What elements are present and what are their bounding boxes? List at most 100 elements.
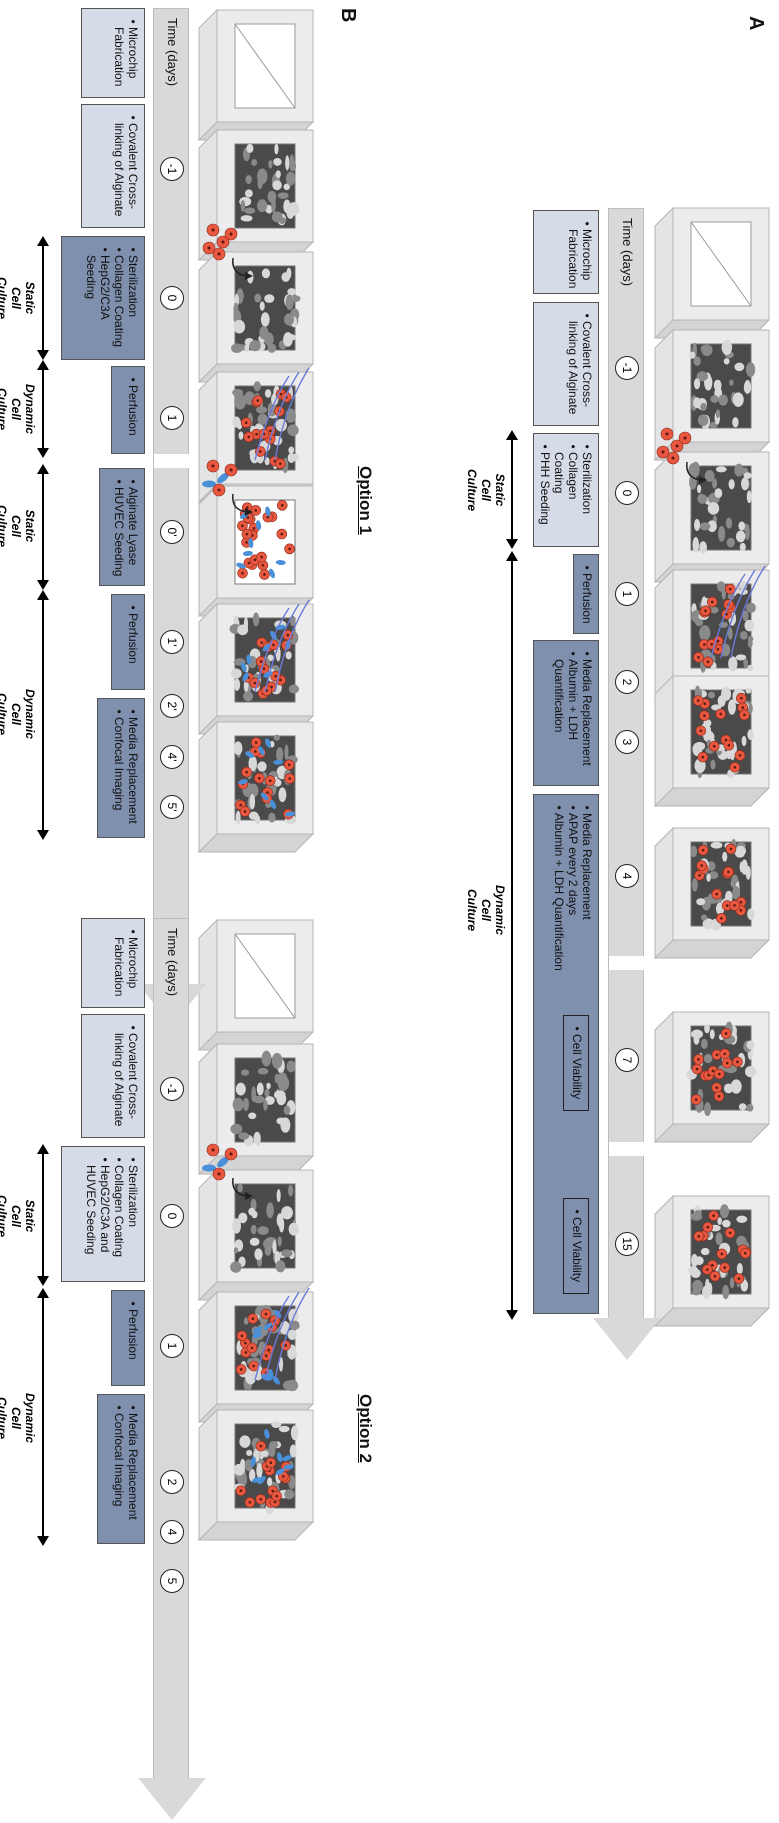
box-text: Media Replacement (580, 659, 594, 779)
day-marker: 4 (160, 1520, 184, 1544)
dynamic-culture-label: Dynamic Cell Culture (0, 383, 37, 435)
dynamic-culture-arrow (42, 592, 44, 838)
perfusion-box: Perfusion (573, 554, 599, 634)
microchip-illustration (197, 1042, 315, 1176)
dynamic-culture-arrow (511, 553, 513, 1318)
box-text: Covalent Cross-linking of Alginate (112, 1033, 140, 1131)
box-text: Alginate Lyase (126, 487, 140, 579)
timeline-break (154, 454, 190, 468)
box-text: Microchip Fabrication (112, 937, 140, 1001)
static-culture-label: Static Cell Culture (0, 505, 37, 547)
static-culture-arrow (511, 432, 513, 547)
microchip-illustration (197, 250, 315, 384)
box-text: Confocal Imaging (112, 1413, 126, 1537)
day-marker: 0 (160, 286, 184, 310)
box-text: Sterilization (580, 452, 594, 540)
day-marker: 2 (615, 670, 639, 694)
day-marker: 4' (160, 745, 184, 769)
box-text: Sterilization (126, 255, 140, 353)
box-text: Perfusion (126, 613, 140, 683)
box-text: Confocal Imaging (112, 717, 126, 831)
box-text: Microchip Fabrication (566, 229, 594, 288)
dynamic-culture-arrow (42, 362, 44, 456)
box-text: HepG2/C3A Seeding (84, 255, 112, 353)
day-marker: 2' (160, 694, 184, 718)
microchip-illustration (653, 1194, 771, 1328)
day-marker: 0 (615, 481, 639, 505)
microchip-illustration (197, 599, 315, 736)
dynamic-culture-label: Dynamic Cell Culture (465, 884, 507, 936)
panel-a-letter: A (745, 16, 767, 31)
day-marker: 1 (160, 1334, 184, 1358)
day-marker: -1 (160, 157, 184, 181)
seeded-cells-icon (656, 427, 707, 484)
crosslink-box: Covalent Cross-linking of Alginate (533, 302, 599, 426)
day-marker: 15 (615, 1232, 639, 1256)
seeded-cells-icon (202, 459, 253, 516)
static-culture-label: Static Cell Culture (465, 469, 507, 511)
box-text: HepG2/C3A and HUVEC Seeding (84, 1165, 112, 1275)
box-text: Sterilization (126, 1165, 140, 1275)
day-marker: 1 (615, 582, 639, 606)
box-text: Cell Viability (570, 1034, 584, 1104)
day-marker: 5' (160, 795, 184, 819)
panel-a-timeline-arrowhead (593, 1318, 661, 1360)
day-marker: -1 (615, 356, 639, 380)
box-text: Covalent Cross-linking of Alginate (112, 123, 140, 221)
perfusion-box: Perfusion (111, 594, 145, 690)
box-text: Cell Viability (570, 1217, 584, 1287)
dynamic-culture-label: Dynamic Cell Culture (0, 688, 37, 740)
timeline-break (609, 1142, 645, 1156)
seeding-box: Sterilization Collagen Coating PHH Seedi… (533, 433, 599, 547)
static-culture-label: Static Cell Culture (0, 277, 37, 319)
microchip-fabrication-box: Microchip Fabrication (81, 918, 145, 1008)
day-marker: 0' (160, 520, 184, 544)
microchip-fabrication-box: Microchip Fabrication (81, 8, 145, 98)
seeding-box: Sterilization Collagen Coating HepG2/C3A… (61, 236, 145, 360)
perfusion-box: Perfusion (111, 1290, 145, 1386)
panel-a-time-label: Time (days) (620, 218, 635, 287)
microchip-illustration (653, 826, 771, 960)
option-2-time-label: Time (days) (165, 928, 180, 997)
day-marker: 1' (160, 630, 184, 654)
seeding-box: Sterilization Collagen Coating HepG2/C3A… (61, 1146, 145, 1282)
panel-b-letter: B (337, 8, 359, 23)
option-2-title: Option 2 (356, 1394, 375, 1463)
microchip-illustration (197, 918, 315, 1052)
seeded-cells-icon (202, 223, 253, 280)
microchip-illustration (653, 328, 771, 462)
static-culture-arrow (42, 1146, 44, 1284)
static-culture-label: Static Cell Culture (0, 1195, 37, 1237)
option-1-time-label: Time (days) (165, 18, 180, 87)
crosslink-box: Covalent Cross-linking of Alginate (81, 1014, 145, 1138)
microchip-fabrication-box: Microchip Fabrication (533, 210, 599, 294)
day-marker: 5 (160, 1569, 184, 1593)
box-text: Perfusion (126, 1309, 140, 1379)
microchip-illustration (653, 674, 771, 808)
crosslink-box: Covalent Cross-linking of Alginate (81, 104, 145, 228)
microchip-illustration (197, 720, 315, 854)
media-confocal-box: Media Replacement Confocal Imaging (97, 698, 145, 838)
box-text: Perfusion (580, 573, 594, 627)
box-text: Media Replacement (126, 717, 140, 831)
option-1-timeline (153, 8, 189, 986)
static-culture-arrow (42, 466, 44, 588)
microchip-illustration (653, 206, 771, 340)
static-culture-arrow (42, 238, 44, 358)
box-text: PHH Seeding (538, 452, 552, 540)
microchip-illustration (197, 1287, 315, 1424)
box-text: Perfusion (126, 385, 140, 447)
microchip-illustration (197, 8, 315, 142)
cell-viability-box: Cell Viability (563, 1015, 589, 1111)
day-marker: 1 (160, 406, 184, 430)
box-text: Media Replacement (126, 1413, 140, 1537)
box-text: Albumin + LDH Quantification (552, 659, 580, 779)
microchip-illustration (653, 1010, 771, 1144)
day-marker: 2 (160, 1470, 184, 1494)
dynamic-culture-arrow (42, 1290, 44, 1544)
lyase-huvec-box: Alginate Lyase HUVEC Seeding (99, 468, 145, 586)
box-text: Collagen Coating (112, 1165, 126, 1275)
perfusion-box: Perfusion (111, 366, 145, 454)
